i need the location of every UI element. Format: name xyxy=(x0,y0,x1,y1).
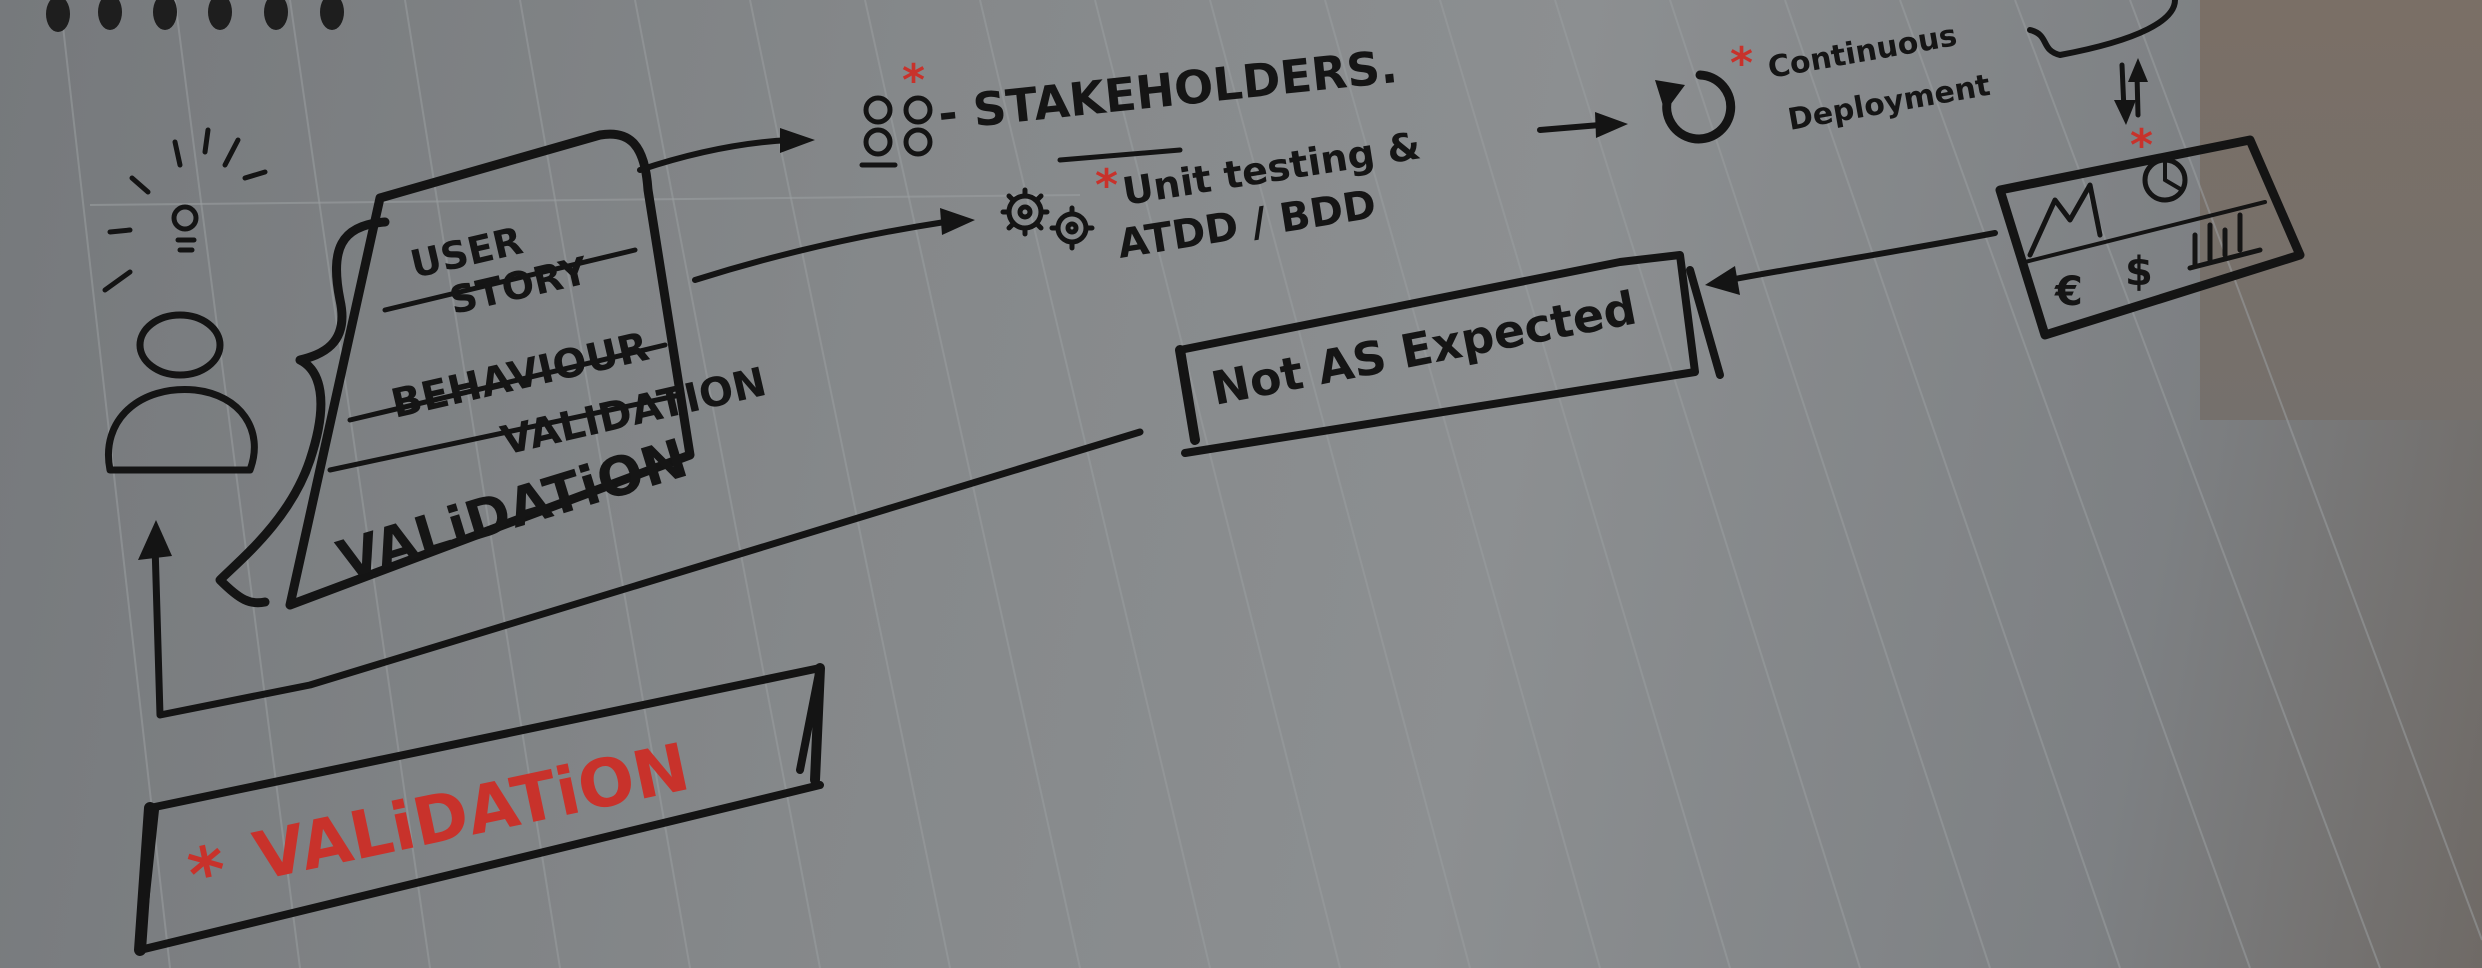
table-backdrop xyxy=(2200,0,2482,420)
gears-icon xyxy=(1000,187,1095,251)
person-icon xyxy=(105,311,258,474)
arrow-to-stakeholders-head xyxy=(780,128,815,153)
validation-banner-box xyxy=(134,663,825,956)
not-as-expected-box xyxy=(1175,251,1724,457)
arrow-to-deployment xyxy=(1537,122,1603,133)
arrow-to-not-expected xyxy=(1727,230,1998,283)
deployment-label: Deployment xyxy=(1785,68,1992,138)
refresh-icon xyxy=(1655,70,1736,144)
deployment-asterisk: * xyxy=(1730,38,1753,89)
stakeholders-asterisk: * xyxy=(902,55,925,106)
arrow-to-stakeholders xyxy=(637,137,793,173)
return-arrow-head xyxy=(138,520,172,560)
lightbulb-icon xyxy=(102,127,268,293)
return-arrow-line xyxy=(151,428,1144,719)
curly-brace xyxy=(215,217,390,608)
unit-testing-asterisk: * xyxy=(1095,160,1118,211)
dollar-symbol: $ xyxy=(2125,249,2153,295)
arrow-to-gears-head xyxy=(940,208,975,235)
deployment-brace xyxy=(2027,0,2178,58)
stakeholders-icon xyxy=(859,95,933,168)
stakeholders-label: - STAKEHOLDERS. xyxy=(936,39,1400,141)
arrow-to-deployment-head xyxy=(1595,112,1628,138)
user-story-box xyxy=(285,129,695,610)
euro-symbol: € xyxy=(2054,269,2083,315)
up-down-arrows xyxy=(2114,58,2148,125)
arrow-to-not-expected-head xyxy=(1705,266,1740,295)
dashboard-icon xyxy=(1995,135,2305,340)
stakeholders-underline xyxy=(1057,147,1183,163)
margin-line xyxy=(89,194,1081,206)
spiral-binding xyxy=(46,0,344,32)
arrow-to-gears xyxy=(692,219,948,283)
validation-banner-asterisk: * xyxy=(181,829,234,917)
